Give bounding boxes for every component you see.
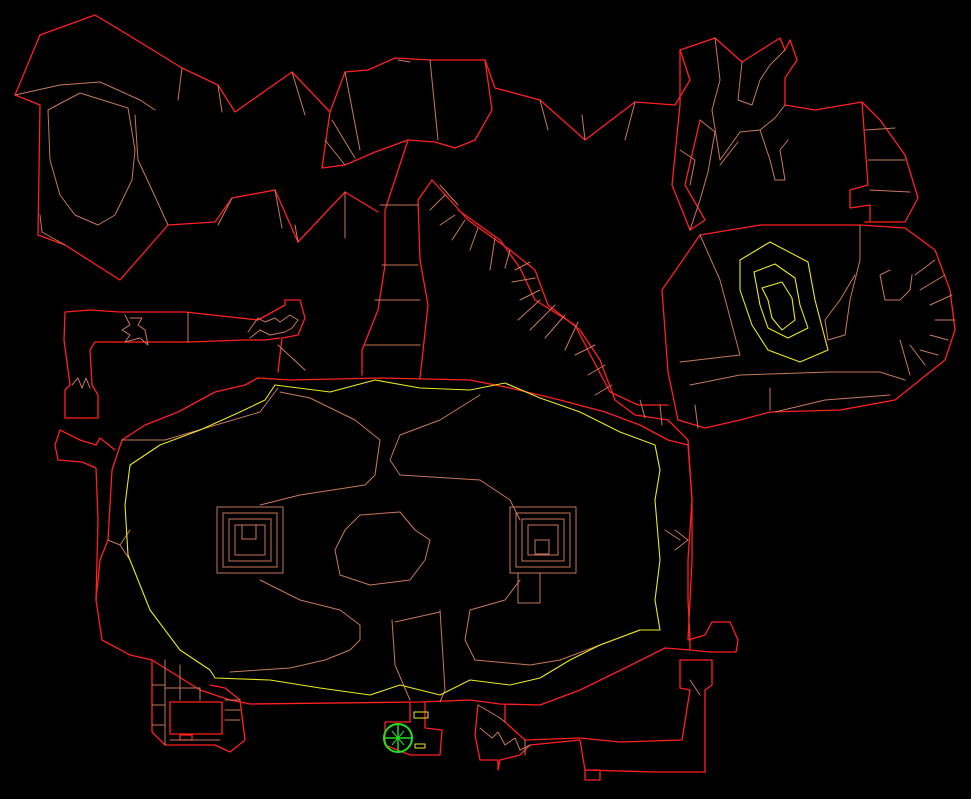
- step-lines: [14, 37, 956, 756]
- ceiling-change-lines: [124, 241, 829, 749]
- player-arrow-icon: [383, 723, 413, 753]
- solid-walls: [14, 14, 956, 781]
- item-marker-icon: [413, 711, 429, 719]
